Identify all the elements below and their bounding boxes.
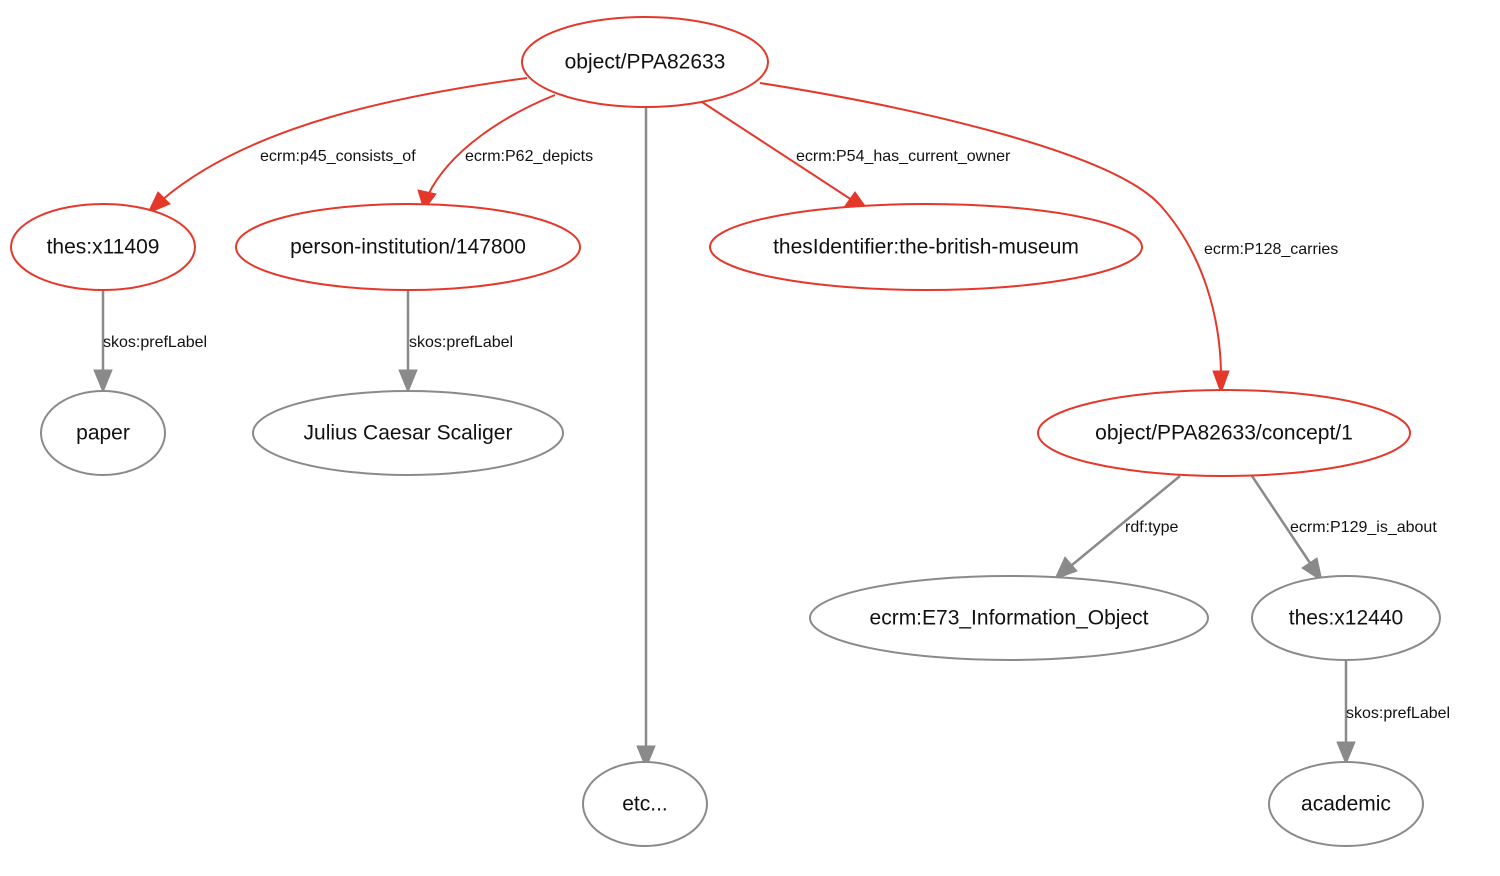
node-label-concept: object/PPA82633/concept/1: [1095, 422, 1353, 445]
node-label-british-museum: thesIdentifier:the-british-museum: [773, 236, 1079, 259]
node-information-object[interactable]: ecrm:E73_Information_Object: [809, 575, 1209, 661]
edge-label-preflabel-academic: skos:prefLabel: [1346, 705, 1450, 722]
edge-label-is-about: ecrm:P129_is_about: [1290, 519, 1437, 536]
node-thes-x11409[interactable]: thes:x11409: [10, 203, 196, 291]
node-label-person-institution: person-institution/147800: [290, 236, 526, 259]
edge-rdf-type: [1054, 475, 1181, 580]
node-label-thes-x11409: thes:x11409: [47, 236, 160, 259]
node-paper[interactable]: paper: [40, 390, 166, 476]
edge-label-preflabel-paper: skos:prefLabel: [103, 334, 207, 351]
edge-label-consists-of: ecrm:p45_consists_of: [260, 148, 416, 165]
node-thes-x12440[interactable]: thes:x12440: [1251, 575, 1441, 661]
node-person-institution[interactable]: person-institution/147800: [235, 203, 581, 291]
node-object[interactable]: object/PPA82633: [521, 16, 769, 108]
edge-label-depicts: ecrm:P62_depicts: [465, 148, 593, 165]
node-label-thes-x12440: thes:x12440: [1289, 607, 1403, 630]
node-scaliger[interactable]: Julius Caesar Scaliger: [252, 390, 564, 476]
edge-label-preflabel-scaliger: skos:prefLabel: [409, 334, 513, 351]
node-label-scaliger: Julius Caesar Scaliger: [304, 422, 513, 445]
edge-etc: [636, 107, 656, 770]
edge-label-current-owner: ecrm:P54_has_current_owner: [796, 148, 1011, 165]
node-label-information-object: ecrm:E73_Information_Object: [870, 607, 1149, 630]
edge-preflabel-academic: [1336, 661, 1356, 766]
node-etc[interactable]: etc...: [582, 761, 708, 847]
edge-label-rdf-type: rdf:type: [1125, 519, 1178, 536]
node-concept[interactable]: object/PPA82633/concept/1: [1037, 389, 1411, 477]
node-academic[interactable]: academic: [1268, 761, 1424, 847]
edge-label-carries: ecrm:P128_carries: [1204, 241, 1338, 258]
node-british-museum[interactable]: thesIdentifier:the-british-museum: [709, 203, 1143, 291]
edge-preflabel-scaliger: [398, 291, 418, 394]
node-label-paper: paper: [76, 422, 130, 445]
node-label-academic: academic: [1301, 793, 1391, 816]
edge-is-about: [1250, 475, 1323, 583]
edge-consists-of: [146, 77, 528, 214]
node-label-etc: etc...: [622, 793, 668, 816]
node-label-object: object/PPA82633: [565, 51, 726, 74]
edge-carries: [759, 82, 1230, 395]
edge-preflabel-paper: [93, 291, 113, 394]
